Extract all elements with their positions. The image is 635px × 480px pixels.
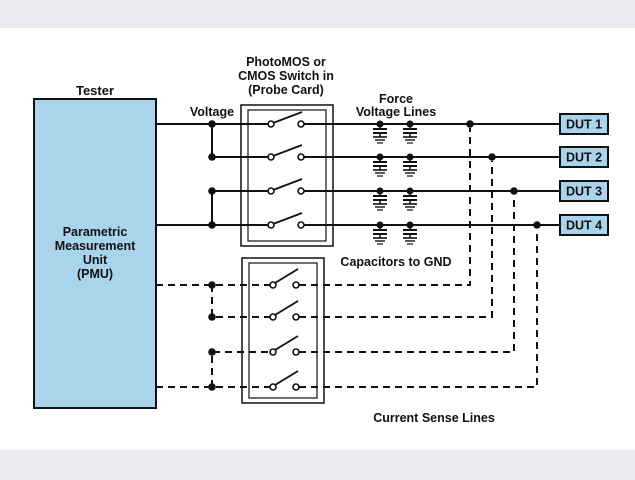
force-switch-blade xyxy=(272,144,303,157)
capacitor-junction-dot xyxy=(406,153,414,161)
force-switch-blade xyxy=(272,212,303,225)
force-tap-dot-2 xyxy=(488,153,496,161)
sense-switch-contact-out xyxy=(292,348,300,356)
voltage-junction-dot xyxy=(208,187,216,195)
switch-heading-line-1: PhotoMOS or xyxy=(246,55,326,69)
voltage-label: Voltage xyxy=(190,105,234,119)
force-switch-contact-out xyxy=(297,153,305,161)
force-tap-dot-4 xyxy=(533,221,541,229)
sense-switch-blade xyxy=(274,300,299,316)
dut-box-3 xyxy=(559,180,609,202)
sense-junction-dot xyxy=(208,313,216,321)
sense-switch-contact-in xyxy=(269,281,277,289)
sense-branch-3 xyxy=(211,351,270,387)
force-switch-contact-out xyxy=(297,221,305,229)
sense-switch-contact-out xyxy=(292,313,300,321)
sense-switch-blade xyxy=(274,335,299,351)
capacitor-junction-dot xyxy=(376,221,384,229)
force-tap-dot-3 xyxy=(510,187,518,195)
current-sense-label: Current Sense Lines xyxy=(373,411,495,425)
capacitors-label: Capacitors to GND xyxy=(340,255,451,269)
force-switch-box-inner xyxy=(247,109,327,242)
pmu-label-line-2: Measurement xyxy=(55,239,136,253)
capacitor-junction-dot xyxy=(376,120,384,128)
force-switch-contact-out xyxy=(297,120,305,128)
dut-layer: DUT 1 DUT 2 DUT 3 DUT 4 xyxy=(559,113,609,236)
switch-layer xyxy=(267,111,305,391)
pmu-label-line-3: Unit xyxy=(83,253,108,267)
sense-switch-contact-out xyxy=(292,281,300,289)
capacitor-junction-dot xyxy=(376,187,384,195)
force-switch-contact-in xyxy=(267,120,275,128)
force-switch-contact-out xyxy=(297,187,305,195)
sense-junction-dot xyxy=(208,348,216,356)
voltage-junction-dot xyxy=(208,120,216,128)
capacitor-junction-dot xyxy=(376,153,384,161)
dut-label-4: DUT 4 xyxy=(566,219,602,233)
sense-return-line-1 xyxy=(299,128,471,286)
sense-switch-contact-in xyxy=(269,348,277,356)
force-switch-blade xyxy=(272,178,303,191)
switch-heading-line-2: CMOS Switch in xyxy=(238,69,334,83)
sense-switch-blade xyxy=(274,268,299,284)
dut-label-2: DUT 2 xyxy=(566,151,602,165)
sense-junction-dot xyxy=(208,383,216,391)
force-switch-box-outer xyxy=(240,104,334,247)
capacitor-junction-dot xyxy=(406,187,414,195)
pmu-block xyxy=(33,98,157,409)
dut-box-2 xyxy=(559,146,609,168)
dut-box-4 xyxy=(559,214,609,236)
capacitor-junction-dot xyxy=(406,221,414,229)
force-heading-line-2: Voltage Lines xyxy=(356,105,436,119)
force-switch-contact-in xyxy=(267,221,275,229)
capacitor-junction-dot xyxy=(406,120,414,128)
wiring-layer xyxy=(156,123,560,388)
dut-label-1: DUT 1 xyxy=(566,118,602,132)
pmu-label-line-4: (PMU) xyxy=(77,267,113,281)
sense-return-line-2 xyxy=(299,161,493,318)
sense-switch-contact-in xyxy=(269,383,277,391)
force-switch-contact-in xyxy=(267,153,275,161)
sense-switch-box-outer xyxy=(241,257,325,404)
pmu-label-line-1: Parametric xyxy=(63,225,128,239)
sense-switch-contact-out xyxy=(292,383,300,391)
sense-switch-contact-in xyxy=(269,313,277,321)
junction-layer xyxy=(208,120,541,391)
force-switch-blade xyxy=(272,111,303,124)
switch-heading-line-3: (Probe Card) xyxy=(248,83,324,97)
voltage-junction-dot xyxy=(208,153,216,161)
voltage-junction-dot xyxy=(208,221,216,229)
dut-box-1 xyxy=(559,113,609,135)
force-switch-contact-in xyxy=(267,187,275,195)
force-heading-line-1: Force xyxy=(379,92,413,106)
sense-switch-blade xyxy=(274,370,299,386)
tester-heading: Tester xyxy=(76,83,114,98)
sense-junction-dot xyxy=(208,281,216,289)
dut-label-3: DUT 3 xyxy=(566,185,602,199)
sense-switch-box-inner xyxy=(248,262,318,399)
force-tap-dot-1 xyxy=(466,120,474,128)
